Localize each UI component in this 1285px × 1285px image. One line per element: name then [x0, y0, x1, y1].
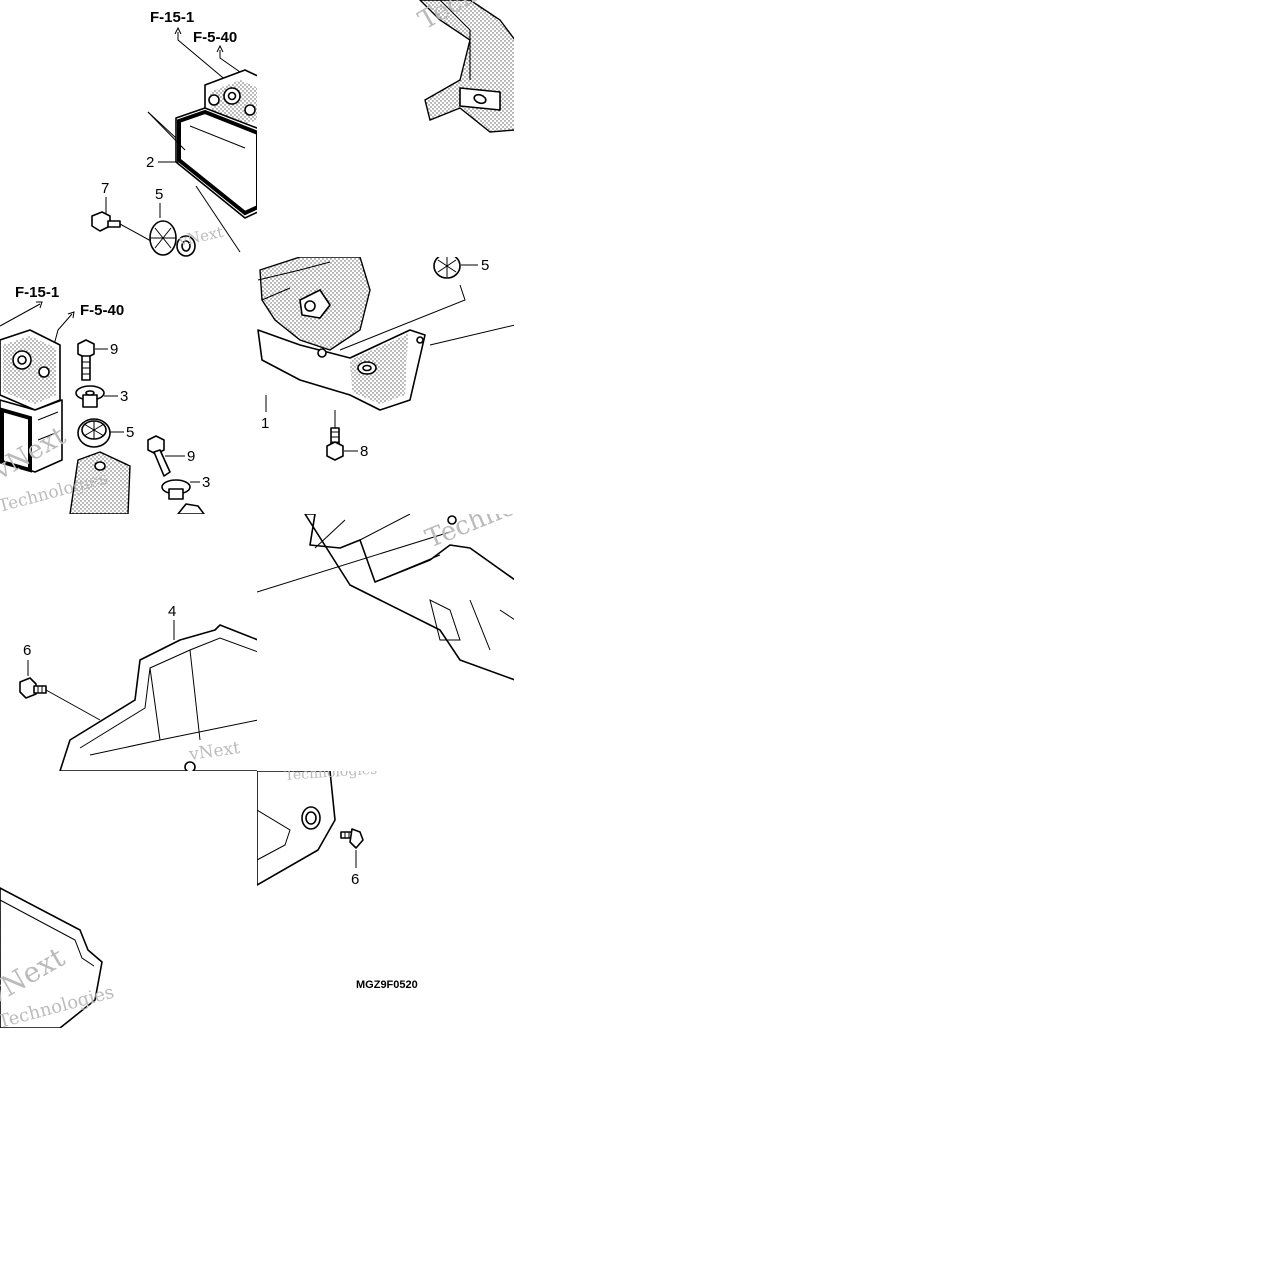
watermark-text: Technologies [284, 762, 378, 784]
bolt-8-icon [326, 427, 344, 461]
screw-6-icon [19, 677, 47, 699]
tile-bracket-assembly: 5 1 8 [257, 257, 514, 461]
collar-3-icon [75, 385, 105, 408]
front-direction-arrow-icon [258, 198, 294, 220]
callout-6a: 6 [23, 642, 31, 659]
arrowhead-icon [174, 26, 182, 35]
abs-modulator-unit-side [0, 329, 63, 473]
abs-modulator-unit [175, 69, 257, 219]
watermark-text: Technologies [421, 462, 592, 554]
under-cover-lower-right [257, 771, 336, 886]
callout-5c: 5 [481, 257, 489, 274]
arrowhead-icon [67, 311, 75, 319]
arrowhead-icon [216, 44, 224, 53]
callout-4: 4 [168, 603, 176, 620]
leader-5c-bracket [339, 284, 466, 351]
screw-6b-icon [340, 828, 364, 849]
callout-3b: 3 [202, 474, 210, 491]
callout-2: 2 [146, 154, 154, 171]
bolt-9-icon [77, 339, 95, 381]
ref-label-f15-1-side: F-15-1 [15, 284, 59, 301]
tile-cover-bottom-right: 6 MGZ9F0520 Technologies [257, 762, 418, 991]
callout-3a: 3 [120, 388, 128, 405]
callout-7: 7 [101, 180, 109, 197]
ref-label-f15-1-top: F-15-1 [150, 9, 194, 26]
tile-undercover-right: Technologies [257, 462, 592, 681]
tile-undercover: 4 6 vNext [19, 603, 257, 771]
leader-2b [147, 111, 186, 151]
grommet-5c-icon [433, 257, 461, 279]
callout-5a: 5 [155, 186, 163, 203]
under-cover-lower [0, 887, 103, 1028]
under-cover-right [304, 514, 514, 681]
tile-bracket-top: Technologies [414, 0, 514, 133]
leader-f15-1-side [0, 303, 41, 327]
watermark-text: vNext [176, 223, 225, 250]
callout-6b: 6 [351, 871, 359, 888]
callout-5b: 5 [126, 424, 134, 441]
collar-3b-icon [161, 479, 191, 500]
front-direction-label: FR. [281, 191, 310, 216]
bolt-9b-icon [147, 435, 171, 477]
callout-9b: 9 [187, 448, 195, 465]
tile-modulator-side: F-15-1 F-5-40 9 3 [0, 284, 210, 514]
callout-1: 1 [261, 415, 269, 432]
leader-f5-40-top [219, 50, 241, 73]
diagram-code: MGZ9F0520 [356, 979, 418, 991]
tile-cover-bottom: vNext Technologies [0, 887, 116, 1028]
ref-label-f5-40-side: F-5-40 [80, 302, 124, 319]
callout-9a: 9 [110, 341, 118, 358]
ref-label-f5-40-top: F-5-40 [193, 29, 237, 46]
bracket-lower-left [69, 451, 131, 514]
arrowhead-icon [36, 301, 43, 309]
leader-f15-1-top [177, 32, 229, 83]
under-cover-4 [59, 624, 257, 771]
grommet-5-icon [77, 418, 111, 448]
tile-modulator-top: F-15-1 F-5-40 2 FR. 7 [91, 9, 310, 257]
grommet-5-icon [149, 220, 196, 257]
bolt-7-icon [91, 211, 161, 247]
callout-8: 8 [360, 443, 368, 460]
